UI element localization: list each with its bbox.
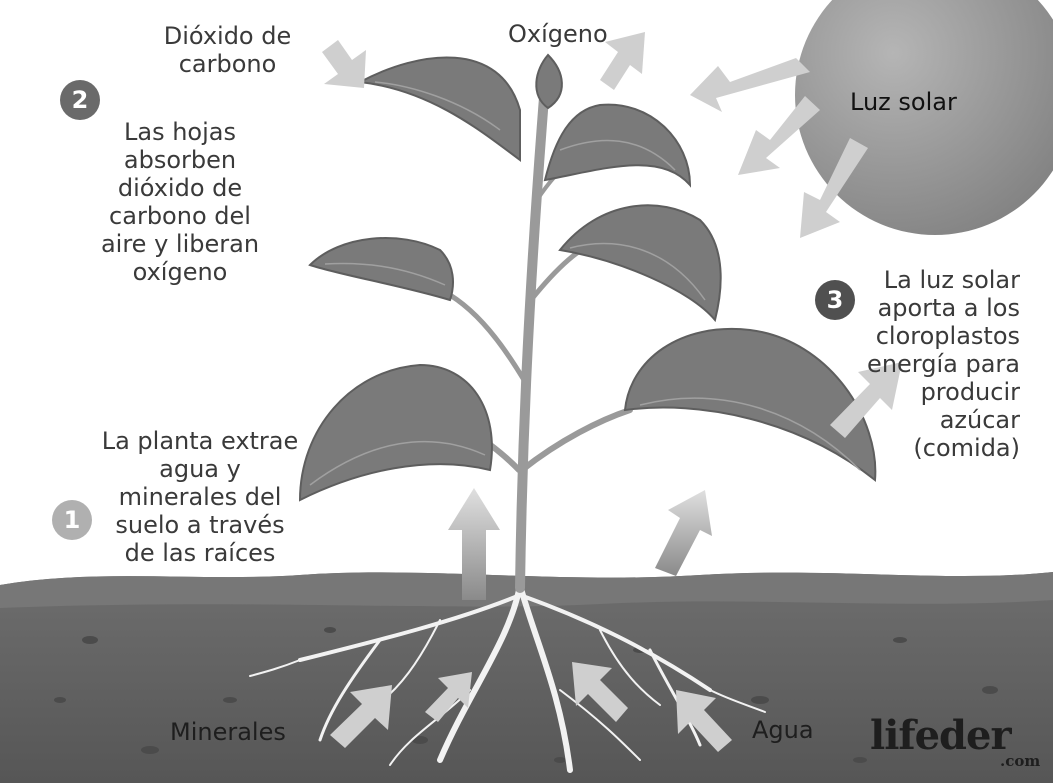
label-minerals: Minerales <box>170 718 286 746</box>
arrow-sun-1 <box>690 58 810 112</box>
step-2-text: Las hojas absorben dióxido de carbono de… <box>95 118 265 286</box>
leaf-top-right <box>545 105 690 185</box>
lifeder-logo-suffix: .com <box>1000 752 1040 770</box>
label-water: Agua <box>752 716 814 744</box>
leaf-mid-right <box>560 205 721 320</box>
label-sunlight: Luz solar <box>850 88 957 116</box>
arrow-soil-up-right <box>655 490 712 576</box>
leaf-top-center <box>536 55 562 108</box>
leaf-low-right <box>625 329 875 480</box>
step-1-text: La planta extrae agua y minerales del su… <box>100 427 300 567</box>
leaf-mid-left <box>310 238 453 300</box>
arrow-co2 <box>322 40 366 88</box>
step-2-badge: 2 <box>60 80 100 120</box>
step-3-badge: 3 <box>815 280 855 320</box>
lifeder-logo: lifeder <box>870 712 1011 759</box>
label-oxygen: Oxígeno <box>508 20 608 48</box>
step-3-text: La luz solar aporta a los cloroplastos e… <box>860 266 1020 462</box>
leaf-top-left <box>360 57 520 160</box>
leaf-low-left <box>300 365 492 500</box>
label-co2: Dióxido de carbono <box>140 22 315 78</box>
step-1-badge: 1 <box>52 500 92 540</box>
